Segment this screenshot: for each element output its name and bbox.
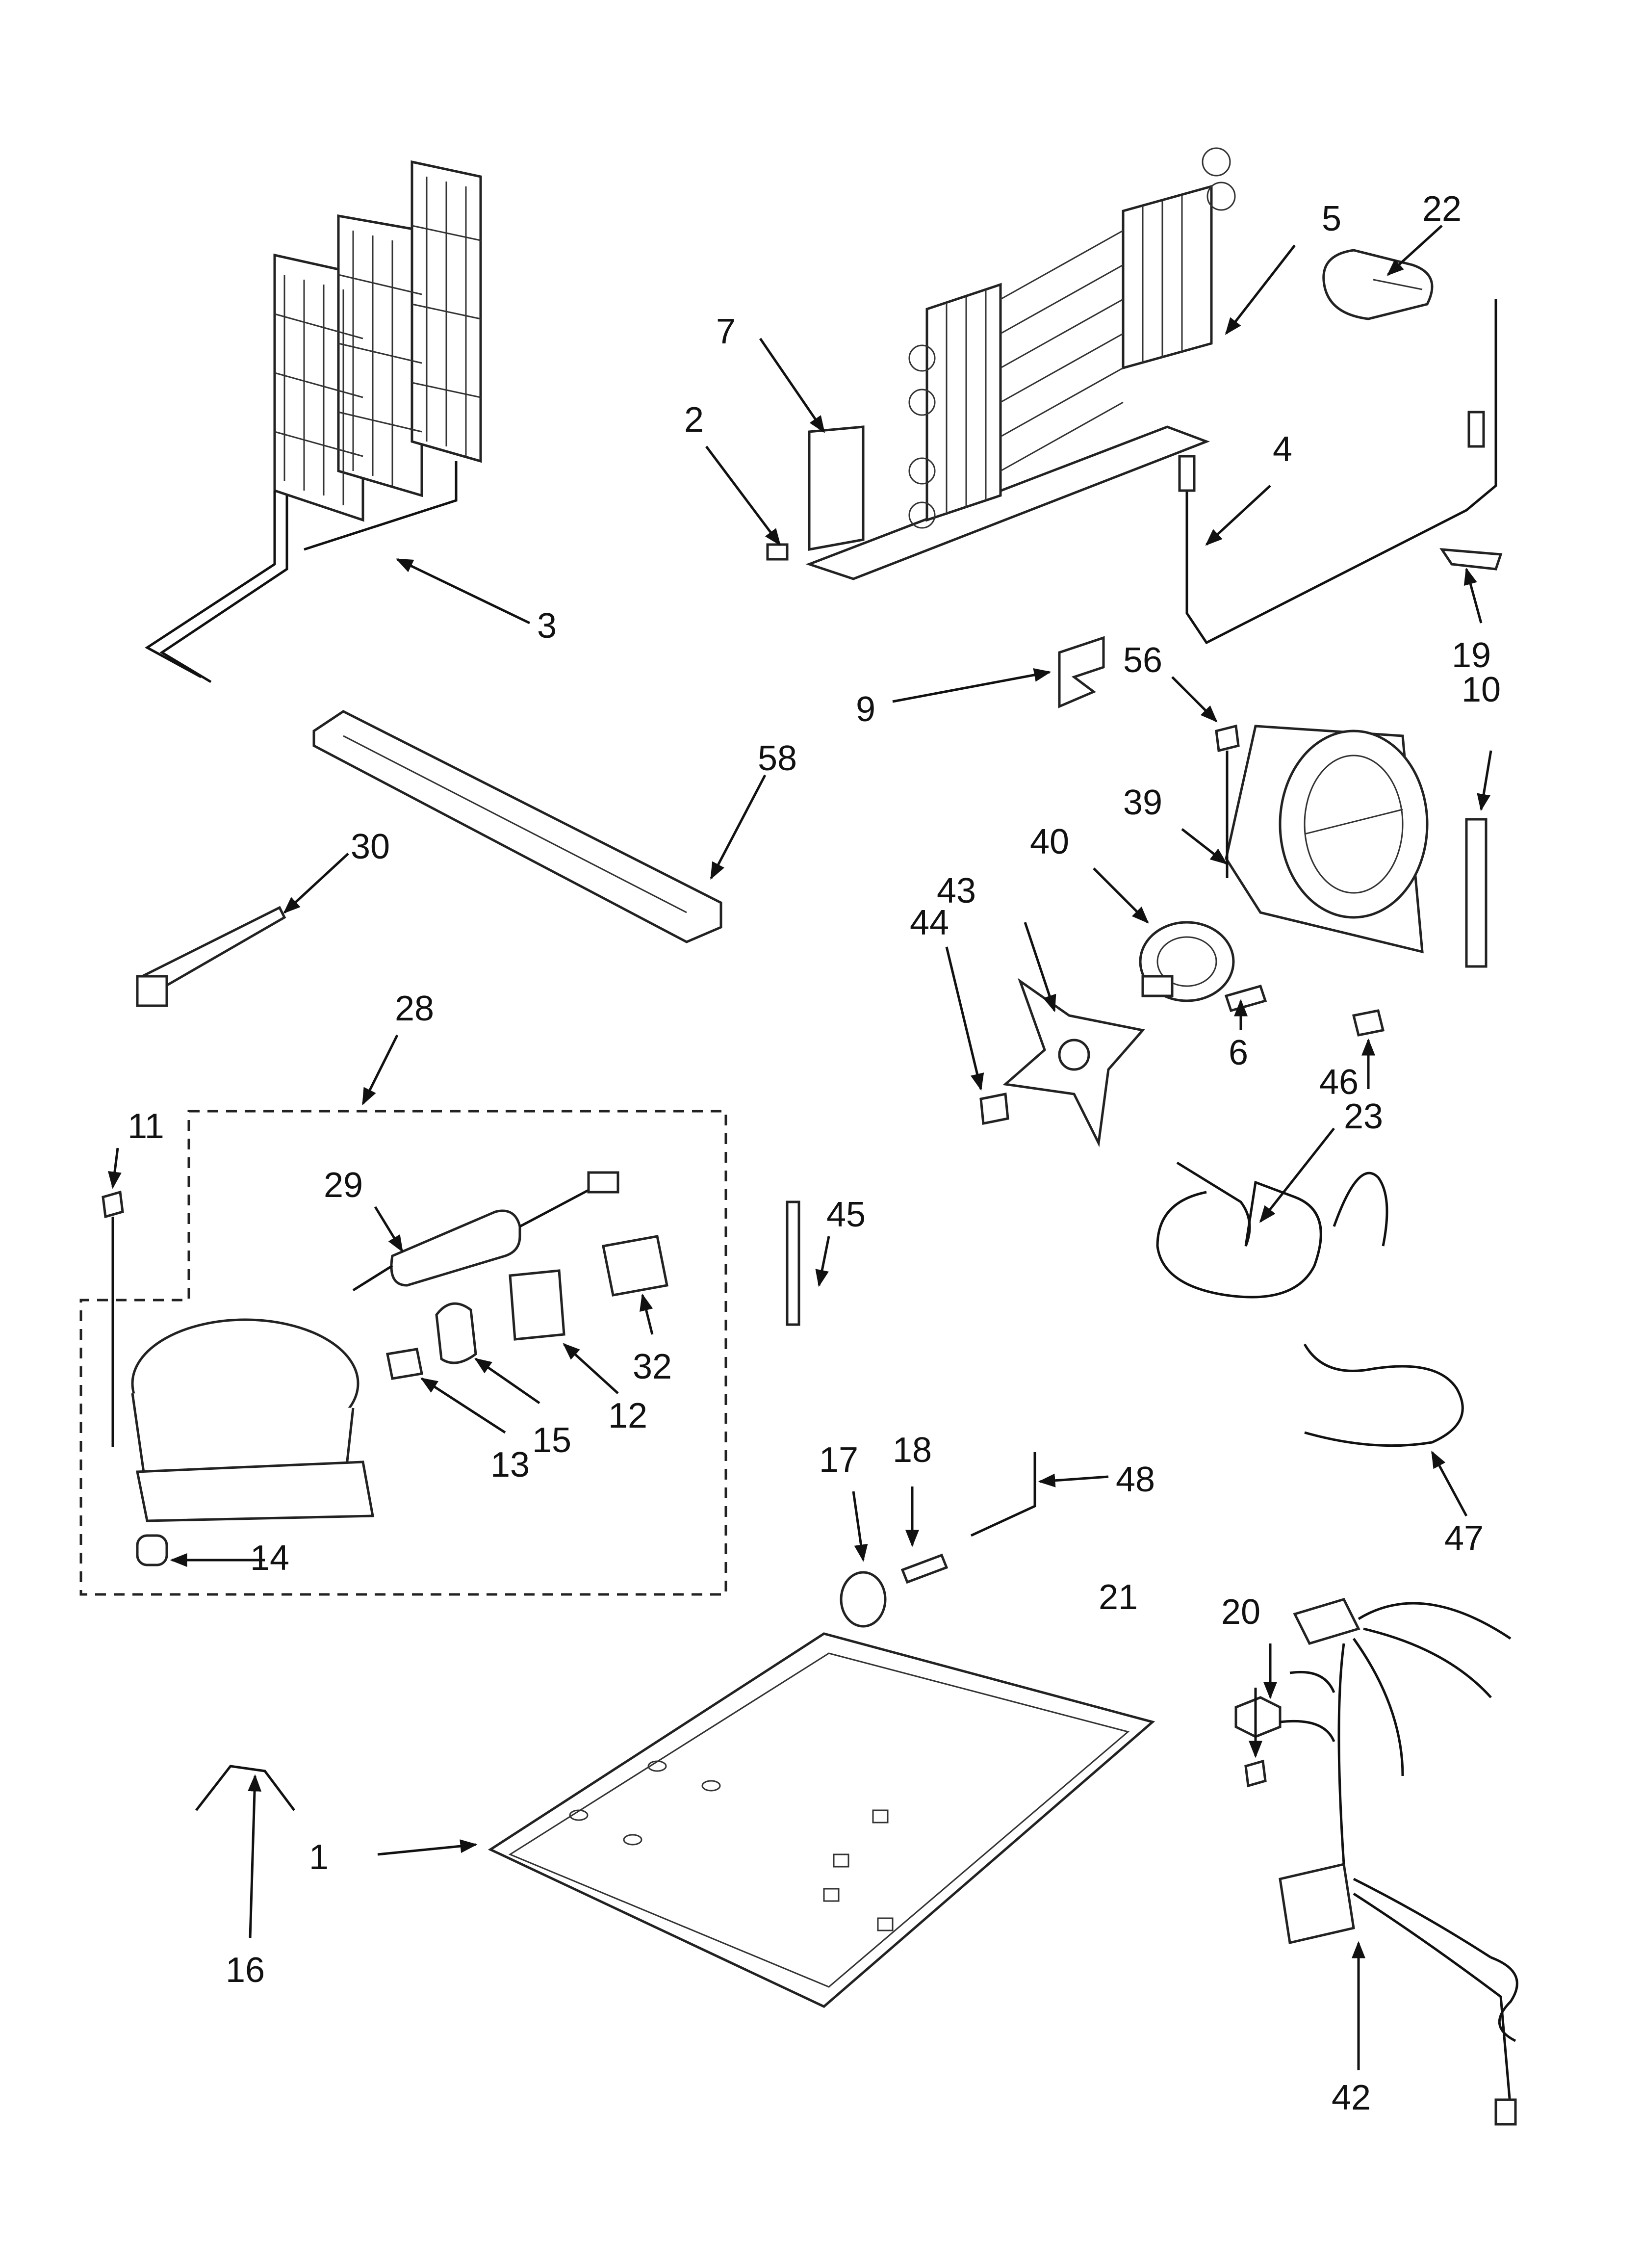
label-45: 45 xyxy=(826,1195,866,1234)
label-10: 10 xyxy=(1462,670,1501,709)
label-7: 7 xyxy=(716,312,736,351)
fan-blade-part xyxy=(1002,978,1145,1147)
label-56: 56 xyxy=(1123,641,1162,680)
grommet-part-23 xyxy=(1352,1009,1385,1037)
evaporator-assembly-part xyxy=(766,147,1236,580)
compressor-part xyxy=(131,1318,374,1566)
label-13: 13 xyxy=(490,1445,530,1485)
label-12: 12 xyxy=(608,1396,647,1435)
label-58: 58 xyxy=(758,739,797,778)
label-48: 48 xyxy=(1116,1460,1155,1499)
wire-part-47 xyxy=(1303,1343,1464,1447)
label-11: 11 xyxy=(128,1107,164,1146)
fan-shroud-part xyxy=(1225,725,1429,954)
compressor-kit-outline xyxy=(79,1110,727,1596)
pin-part-45 xyxy=(786,1200,800,1326)
label-1: 1 xyxy=(309,1838,329,1877)
strip-part-10 xyxy=(1465,818,1488,968)
screw-part-6 xyxy=(1224,984,1267,1013)
drain-pan-part xyxy=(312,710,722,943)
label-30: 30 xyxy=(351,827,390,866)
wiring-harness-part xyxy=(1279,1598,1518,2126)
tube-part-48 xyxy=(970,1452,1036,1537)
label-22: 22 xyxy=(1422,189,1462,229)
label-16: 16 xyxy=(226,1951,265,1990)
cable-tie-part xyxy=(136,906,286,1007)
overload-part-12 xyxy=(509,1269,565,1341)
label-9: 9 xyxy=(856,690,875,729)
label-43: 43 xyxy=(937,871,976,911)
label-47: 47 xyxy=(1444,1519,1484,1558)
clip-part-15 xyxy=(435,1302,477,1364)
base-frame-part xyxy=(487,1632,1155,2008)
clip-part-16 xyxy=(195,1765,295,1811)
label-6: 6 xyxy=(1229,1033,1248,1072)
condenser-coil-part xyxy=(145,160,482,683)
axle-part-18 xyxy=(900,1553,949,1584)
cover-part-22 xyxy=(1322,249,1434,320)
fan-motor-part xyxy=(1139,921,1235,1002)
drier-part xyxy=(352,1171,619,1292)
label-14: 14 xyxy=(250,1538,289,1578)
label-3: 3 xyxy=(537,606,557,646)
label-23: 23 xyxy=(1344,1097,1383,1136)
label-2: 2 xyxy=(684,400,704,440)
label-40: 40 xyxy=(1030,822,1069,861)
label-39: 39 xyxy=(1123,783,1162,822)
drain-tube-part xyxy=(1156,1161,1388,1299)
label-19: 19 xyxy=(1452,636,1491,675)
label-28: 28 xyxy=(395,989,434,1028)
label-32: 32 xyxy=(633,1347,672,1386)
label-15: 15 xyxy=(532,1421,571,1460)
terminal-part-13 xyxy=(386,1348,423,1380)
label-20: 20 xyxy=(1221,1592,1260,1632)
label-5: 5 xyxy=(1322,199,1341,238)
screw-part-11 xyxy=(102,1190,124,1447)
label-18: 18 xyxy=(893,1431,932,1470)
clip-part-44 xyxy=(979,1093,1009,1125)
label-17: 17 xyxy=(819,1440,858,1480)
label-46: 46 xyxy=(1319,1063,1359,1102)
nut-part-21 xyxy=(1234,1696,1282,1738)
roller-part-17 xyxy=(840,1571,887,1628)
label-42: 42 xyxy=(1332,2078,1371,2117)
label-4: 4 xyxy=(1273,430,1292,469)
sensor-wire-part xyxy=(1178,299,1503,645)
screw-part-20 xyxy=(1244,1759,1267,1788)
relay-part-32 xyxy=(602,1235,668,1297)
bracket-part-9 xyxy=(1058,636,1105,708)
label-44: 44 xyxy=(910,903,949,942)
label-21: 21 xyxy=(1099,1578,1138,1617)
label-29: 29 xyxy=(324,1166,363,1205)
